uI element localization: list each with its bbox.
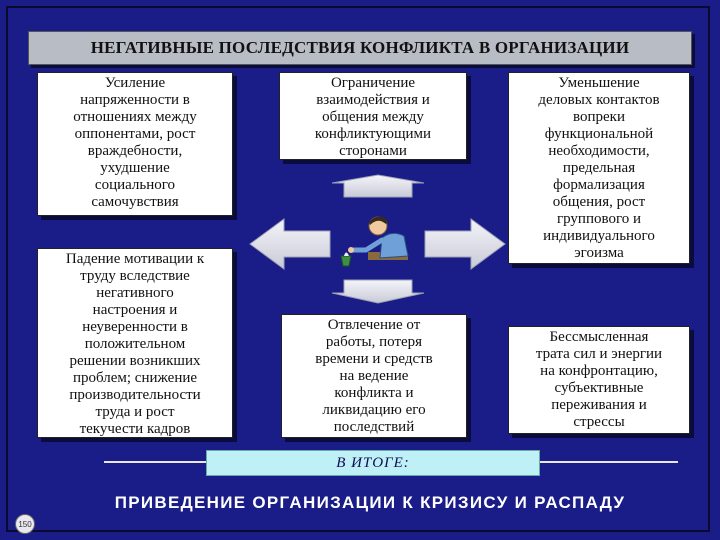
divider-right [538, 461, 678, 463]
arrow-up-icon [331, 174, 425, 198]
conclusion-text: ПРИВЕДЕНИЕ ОРГАНИЗАЦИИ К КРИЗИСУ И РАСПА… [114, 493, 626, 512]
thinking-person-clipart [340, 216, 409, 267]
slide-title: НЕГАТИВНЫЕ ПОСЛЕДСТВИЯ КОНФЛИКТА В ОРГАН… [28, 31, 692, 65]
consequence-box-motivation: Падение мотивации к труду вследствие нег… [37, 248, 233, 438]
consequence-box-wasted-energy: Бессмысленная трата сил и энергии на кон… [508, 326, 690, 434]
consequence-box-interaction-limit: Ограничение взаимодействия и общения меж… [279, 72, 467, 160]
divider-left [104, 461, 206, 463]
arrow-right-icon [424, 218, 506, 270]
arrow-down-icon [331, 279, 425, 304]
consequence-box-business-contacts: Уменьшение деловых контактов вопреки фун… [508, 72, 690, 264]
slide-frame [6, 6, 710, 532]
consequence-box-tension: Усиление напряженности в отношениях межд… [37, 72, 233, 216]
summary-label: В ИТОГЕ: [206, 450, 540, 476]
consequence-box-distraction: Отвлечение от работы, потеря времени и с… [281, 314, 467, 438]
page-number: 150 [15, 514, 35, 534]
arrow-left-icon [249, 218, 331, 270]
